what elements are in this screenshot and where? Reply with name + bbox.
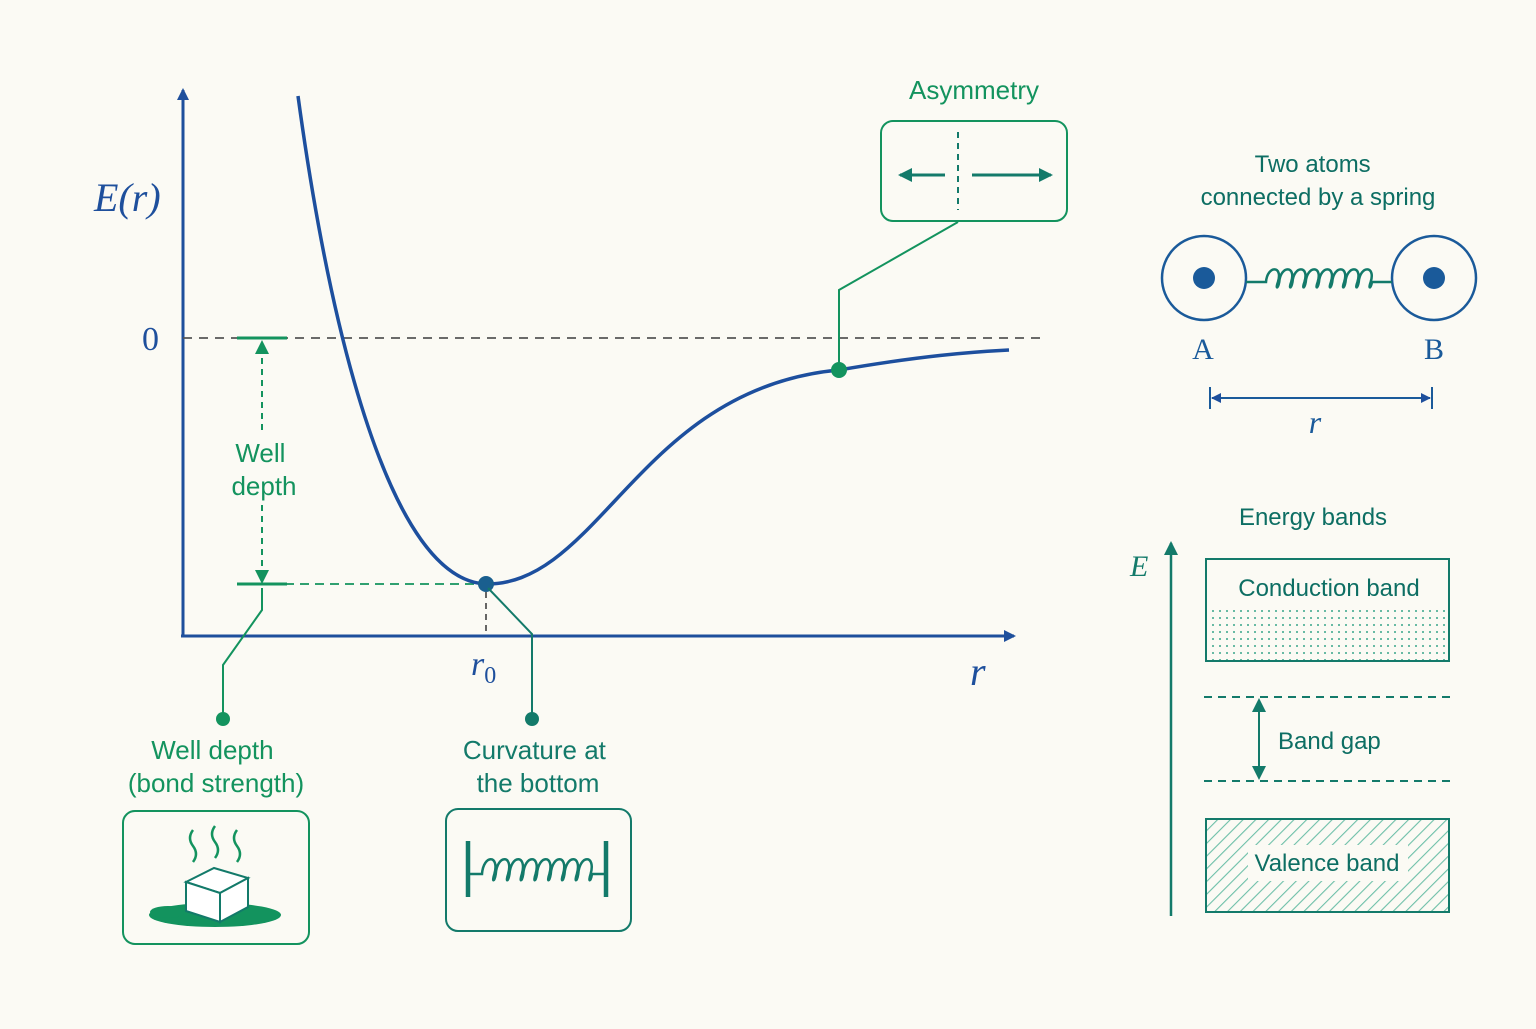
valence-band-label: Valence band <box>1254 850 1399 877</box>
curvature-box <box>445 808 632 932</box>
asymmetry-point <box>831 362 847 378</box>
atom-a-shell <box>1160 234 1248 322</box>
asymmetry-leader-line <box>838 221 959 368</box>
spring-diagram: Two atoms connected by a spring A B r <box>1160 151 1478 440</box>
well-depth-inline-label: Well depth <box>231 438 296 501</box>
distance-label: r <box>1309 404 1322 440</box>
atom-b-label: B <box>1424 333 1444 366</box>
spring-diagram-title: Two atoms connected by a spring <box>1201 151 1436 211</box>
valence-band-label-bg <box>1248 845 1408 881</box>
curvature-leader-dot <box>525 712 539 726</box>
well-depth-leader-dot <box>216 712 230 726</box>
well-depth-callout-text: Well depth (bond strength) <box>128 735 304 798</box>
energy-bands-diagram: Energy bands E Conduction band Band gap … <box>1129 504 1452 916</box>
asymmetry-callout: Asymmetry <box>838 75 1068 368</box>
band-gap-label: Band gap <box>1278 728 1381 755</box>
atom-b-nucleus <box>1423 267 1445 289</box>
r0-label: r0 <box>471 646 496 689</box>
atom-spring <box>1246 268 1392 289</box>
well-depth-box <box>122 810 310 945</box>
equilibrium-point <box>478 576 494 592</box>
atom-a-label: A <box>1192 333 1214 366</box>
curvature-callout-text: Curvature at the bottom <box>463 735 613 798</box>
energy-bands-title: Energy bands <box>1239 504 1387 531</box>
x-axis-label: r <box>970 649 986 694</box>
conduction-band-fill <box>1207 610 1448 660</box>
energy-axis-label: E <box>1129 550 1148 583</box>
atom-a-nucleus <box>1193 267 1215 289</box>
potential-energy-plot: E(r) 0 r r0 Well depth <box>93 88 1045 694</box>
spring-icon <box>465 841 609 897</box>
atom-b-shell <box>1390 234 1478 322</box>
double-arrow-icon <box>898 132 1053 210</box>
y-axis-label: E(r) <box>93 175 161 220</box>
curvature-callout: Curvature at the bottom <box>445 587 632 932</box>
asymmetry-title: Asymmetry <box>909 75 1039 105</box>
zero-tick-label: 0 <box>142 321 159 358</box>
curvature-leader-line <box>487 587 533 719</box>
conduction-band-label: Conduction band <box>1238 575 1419 602</box>
well-depth-leader-line <box>222 588 263 719</box>
asymmetry-box <box>880 120 1068 222</box>
melting-ice-cube-icon <box>149 825 281 927</box>
potential-energy-curve <box>296 95 1010 586</box>
well-depth-callout: Well depth (bond strength) <box>122 588 310 945</box>
